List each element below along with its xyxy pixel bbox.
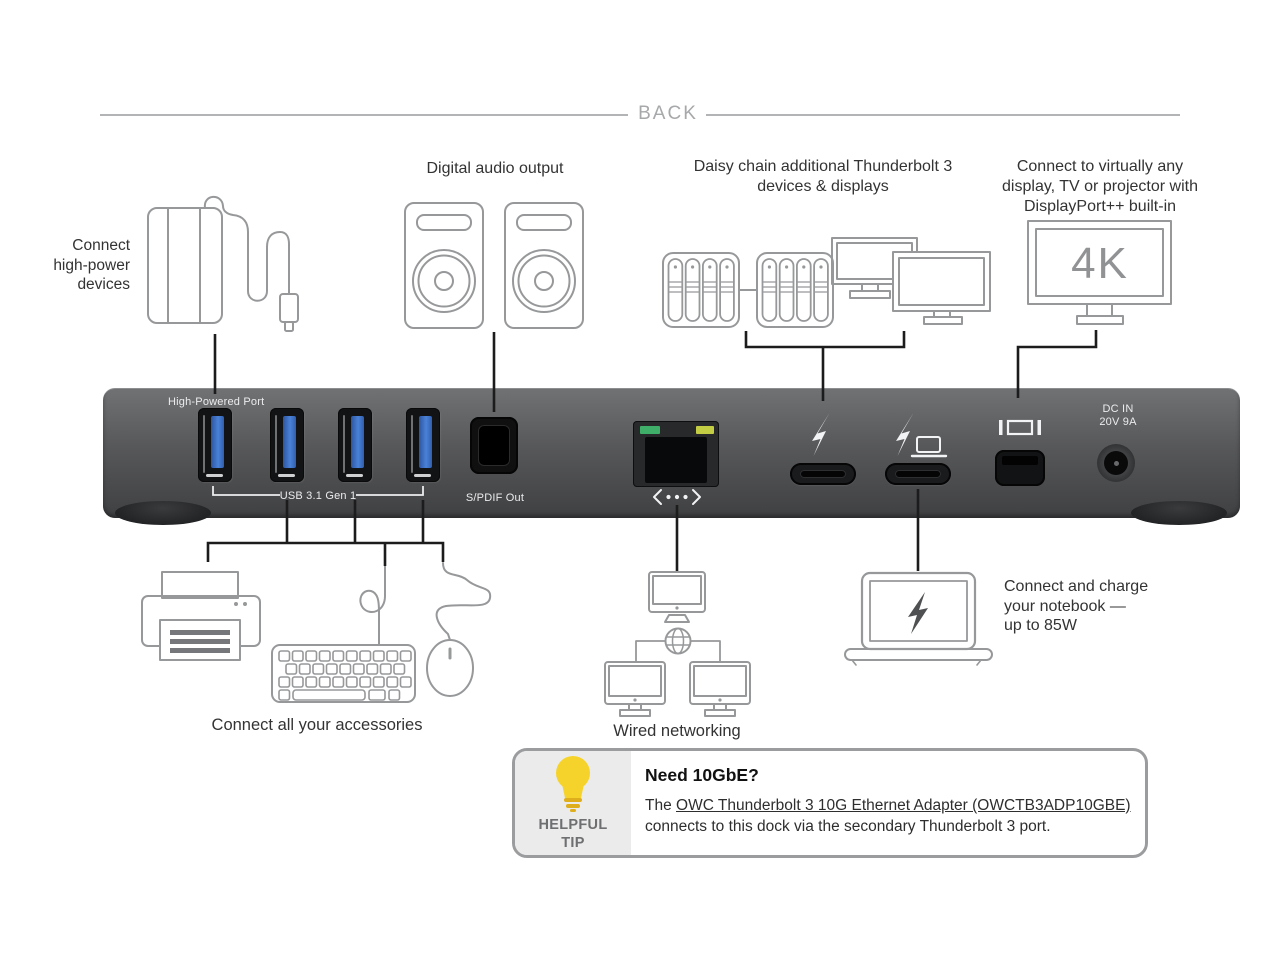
page-title: BACK [638, 103, 698, 124]
raid-enclosures-icon [662, 252, 834, 328]
tip-title: Need 10GbE? [645, 765, 759, 785]
label-any-display: Connect to virtually any display, TV or … [1002, 158, 1198, 215]
raid-bays [667, 258, 829, 322]
helpful-tip-box: HELPFUL TIP Need 10GbE? The OWC Thunderb… [512, 748, 1148, 858]
high-power-device-icon [147, 195, 299, 332]
tip-text-suffix: connects to this dock via the secondary … [645, 818, 1051, 835]
lightbulb-icon [556, 756, 590, 812]
charging-laptop-icon [844, 571, 993, 666]
ethernet-led-green [640, 426, 660, 434]
helpful-tip-badge-panel: HELPFUL TIP [515, 751, 631, 855]
wired-network-icon [604, 571, 751, 717]
mouse-cable [435, 562, 492, 641]
dock-label-high-powered-port: High-Powered Port [168, 396, 265, 408]
adapter-link[interactable]: OWC Thunderbolt 3 10G Ethernet Adapter (… [676, 797, 1131, 814]
tip-text: The OWC Thunderbolt 3 10G Ethernet Adapt… [645, 795, 1131, 837]
usb-port-1 [198, 408, 232, 482]
thunderbolt-port-1 [790, 463, 856, 485]
thunderbolt-port-2 [885, 463, 951, 485]
usb-port-3 [338, 408, 372, 482]
4k-display-icon: 4K [1027, 220, 1172, 325]
label-accessories: Connect all your accessories [211, 716, 423, 734]
label-notebook-charge: Connect and charge your notebook — up to… [1004, 578, 1149, 634]
keyboard-icon [271, 564, 416, 703]
dock-label-spdif: S/PDIF Out [465, 492, 525, 504]
dock-foot-right [1131, 501, 1227, 525]
daisy-displays-icon [831, 237, 991, 325]
charge-bolt-icon [908, 592, 928, 634]
4k-text: 4K [1071, 239, 1129, 288]
dock-label-usb-group: USB 3.1 Gen 1 [279, 490, 357, 502]
speakers-icon [404, 202, 584, 329]
helpful-tip-content: Need 10GbE? The OWC Thunderbolt 3 10G Et… [631, 751, 1145, 855]
label-daisy-chain: Daisy chain additional Thunderbolt 3 dev… [693, 158, 953, 195]
printer-icon [141, 571, 261, 661]
label-digital-audio: Digital audio output [426, 160, 564, 177]
ethernet-led-amber [696, 426, 714, 434]
mini-displayport-port [995, 450, 1045, 486]
header-rule-right [706, 114, 1180, 116]
keyboard-keys [278, 650, 412, 701]
dc-in-port [1097, 444, 1135, 482]
helpful-tip-label: HELPFUL TIP [538, 817, 608, 851]
label-high-power-devices: Connect high-power devices [53, 237, 130, 293]
ethernet-port [633, 421, 719, 487]
header-rule-left [100, 114, 628, 116]
label-wired-networking: Wired networking [613, 722, 741, 740]
keyboard-cable [359, 564, 386, 646]
usb-port-2 [270, 408, 304, 482]
mouse-icon [426, 562, 492, 697]
usb-port-4 [406, 408, 440, 482]
dock-foot-left [115, 501, 211, 525]
dock-label-dc-in: DC IN 20V 9A [1099, 403, 1137, 428]
spdif-port [470, 417, 518, 474]
tip-text-prefix: The [645, 797, 677, 814]
